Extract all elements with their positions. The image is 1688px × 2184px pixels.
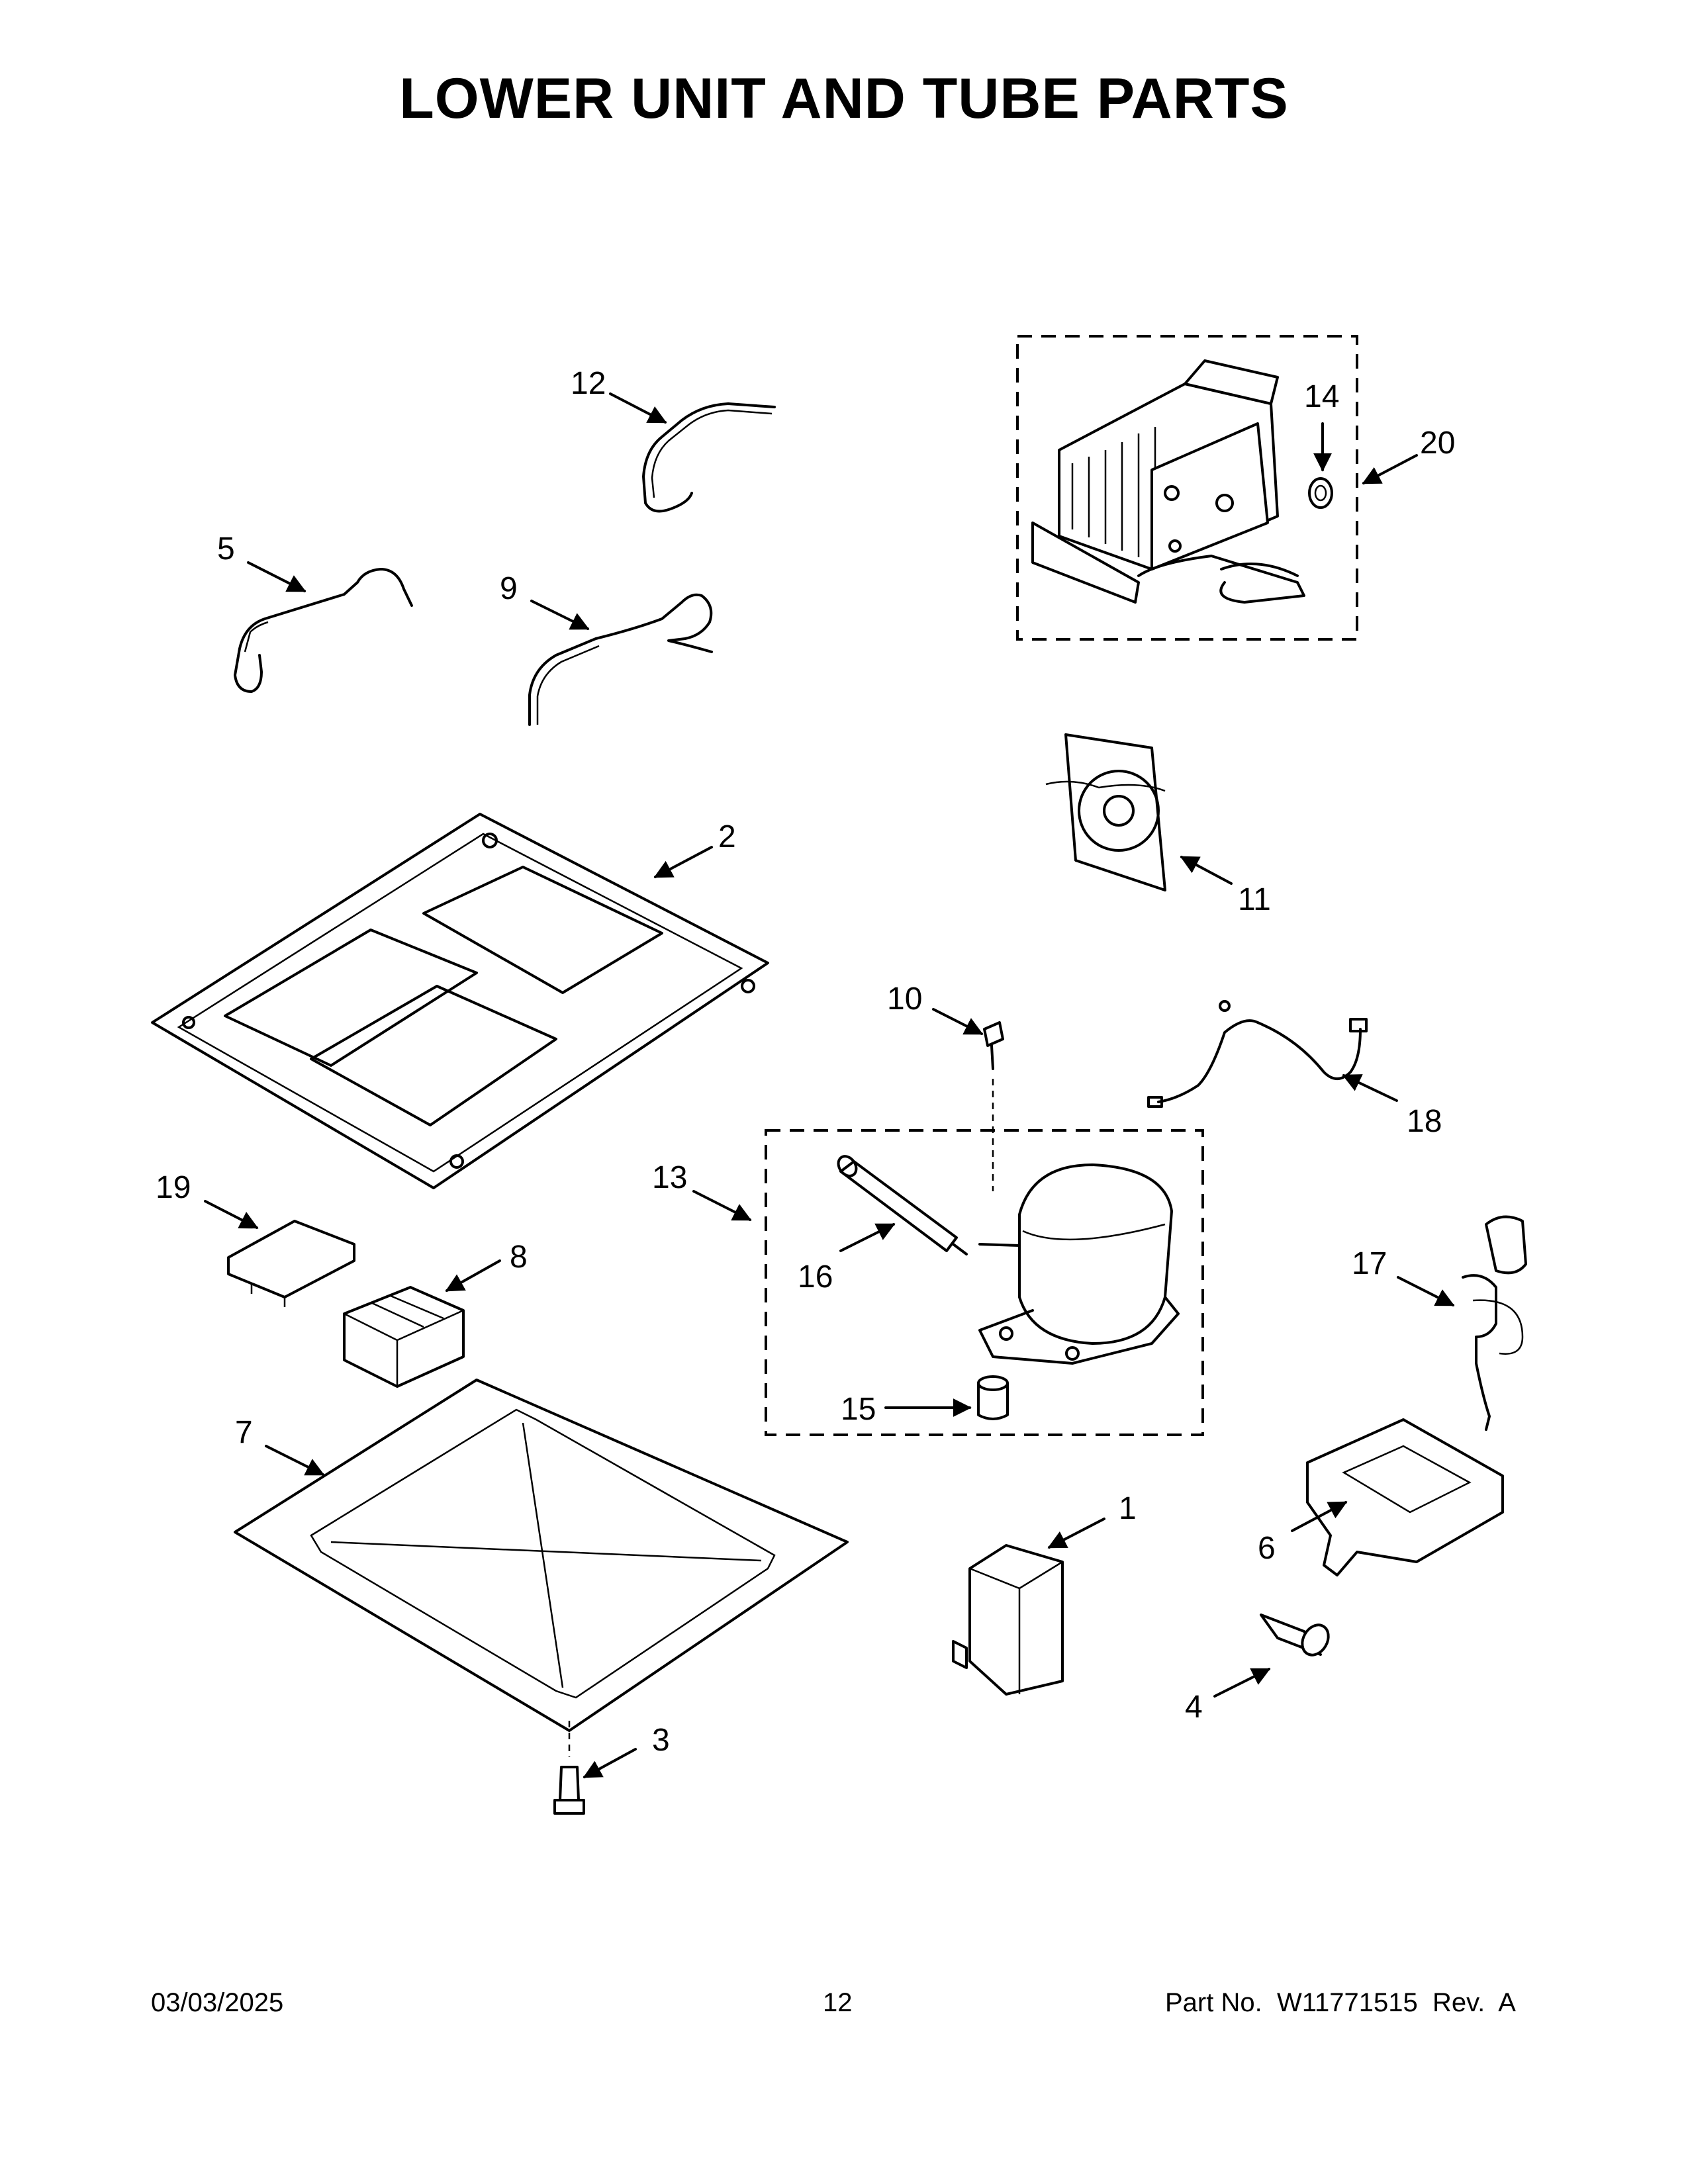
callout-16: 16 xyxy=(798,1259,833,1295)
rev-value: A xyxy=(1498,1988,1516,2017)
callout-arrows xyxy=(204,392,1455,1778)
part-18-wire-harness xyxy=(1147,1000,1368,1108)
part-1-cover xyxy=(952,1544,1064,1696)
callout-12: 12 xyxy=(571,366,606,401)
part-19-bracket xyxy=(227,1220,355,1307)
callout-13: 13 xyxy=(652,1160,687,1195)
part-20-evaporator-assembly xyxy=(1016,335,1358,641)
callout-9: 9 xyxy=(500,571,518,606)
callout-20: 20 xyxy=(1420,426,1455,461)
part-16-filter-drier xyxy=(837,1155,968,1255)
part-4-sleeve xyxy=(1260,1614,1330,1657)
part-9-tube xyxy=(528,593,713,726)
callout-10: 10 xyxy=(887,981,922,1017)
part-3-screw xyxy=(553,1721,585,1815)
part-11-fan-assembly xyxy=(1045,733,1166,891)
part-8-module xyxy=(343,1286,465,1388)
callout-labels: 12 5 9 14 20 2 11 10 18 19 8 13 16 17 15… xyxy=(156,366,1455,1758)
part-6-drain-pan xyxy=(1306,1418,1504,1576)
part-2-base-plate xyxy=(151,813,769,1189)
part-5-tube xyxy=(234,568,413,693)
callout-17: 17 xyxy=(1352,1246,1387,1281)
callout-11: 11 xyxy=(1238,882,1271,917)
footer-part-info: Part No. W11771515 Rev. A xyxy=(1165,1988,1516,2018)
callout-1: 1 xyxy=(1119,1491,1137,1526)
callout-8: 8 xyxy=(510,1240,528,1275)
callout-14: 14 xyxy=(1304,379,1339,414)
callout-5: 5 xyxy=(217,531,235,567)
callout-19: 19 xyxy=(156,1170,191,1205)
callout-7: 7 xyxy=(235,1415,253,1450)
page-title: LOWER UNIT AND TUBE PARTS xyxy=(399,67,1289,130)
footer-date: 03/03/2025 xyxy=(151,1988,284,2017)
part-number: W11771515 xyxy=(1276,1988,1418,2017)
callout-6: 6 xyxy=(1258,1531,1276,1566)
part-12-tube xyxy=(642,402,776,513)
callout-15: 15 xyxy=(841,1392,876,1427)
part-7-bottom-cover xyxy=(234,1379,849,1732)
footer-page-number: 12 xyxy=(823,1988,853,2017)
callout-4: 4 xyxy=(1185,1690,1203,1725)
callout-3: 3 xyxy=(652,1723,670,1758)
rev-label: Rev. xyxy=(1432,1988,1485,2017)
callout-2: 2 xyxy=(718,819,736,854)
part-label: Part No. xyxy=(1165,1988,1262,2017)
part-15-grommet xyxy=(977,1375,1009,1420)
part-13-compressor-assembly xyxy=(765,1129,1204,1436)
callout-18: 18 xyxy=(1407,1104,1442,1139)
part-17-valve xyxy=(1462,1215,1527,1431)
part-10-screw xyxy=(983,1021,1004,1191)
